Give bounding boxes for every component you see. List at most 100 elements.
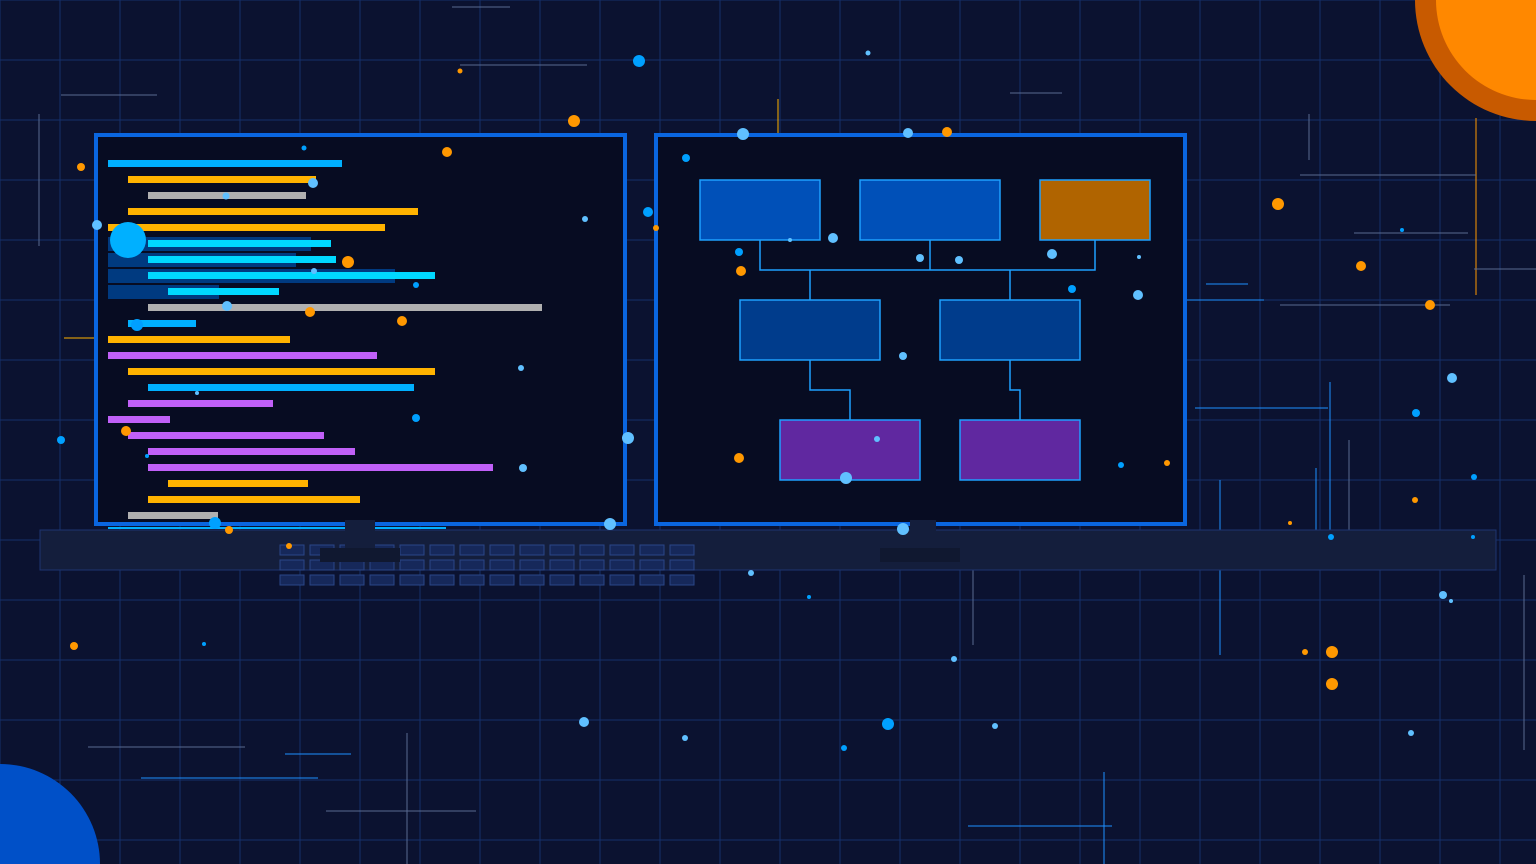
particle (865, 50, 871, 56)
keyboard-key (339, 574, 365, 586)
particle (788, 238, 792, 242)
particle (110, 222, 146, 258)
flowchart-monitor (654, 133, 1187, 562)
code-line (128, 432, 324, 439)
particle (579, 717, 589, 727)
particle (413, 282, 419, 288)
particle (457, 68, 463, 74)
particle (955, 256, 963, 264)
code-line (108, 416, 170, 423)
particle (1133, 290, 1143, 300)
code-line (108, 224, 385, 231)
keyboard-key (579, 559, 605, 571)
keyboard-key (519, 544, 545, 556)
sun (1436, 0, 1536, 100)
diagram-node (859, 179, 1001, 241)
keyboard-key (369, 574, 395, 586)
particle (311, 268, 317, 274)
particle (841, 745, 847, 751)
diagram-node (939, 299, 1081, 361)
code-line (128, 400, 273, 407)
code-line (108, 527, 446, 529)
particle (951, 656, 957, 662)
particle (1302, 649, 1308, 655)
particle (633, 55, 645, 67)
particle (57, 436, 65, 444)
particle (518, 365, 524, 371)
keyboard-key (519, 559, 545, 571)
code-line (168, 288, 279, 295)
monitor-base-left (320, 548, 400, 562)
monitor-base-right (880, 548, 960, 562)
particle (916, 254, 924, 262)
keyboard-key (609, 544, 635, 556)
code-line (148, 384, 414, 391)
particle (209, 517, 221, 529)
particle (1356, 261, 1366, 271)
particle (748, 570, 754, 576)
keyboard-key (459, 559, 485, 571)
keyboard-key (459, 544, 485, 556)
keyboard-key (489, 544, 515, 556)
keyboard-key (279, 574, 305, 586)
particle (70, 642, 78, 650)
particle (736, 266, 746, 276)
diagram-node-leaf (959, 419, 1081, 481)
keyboard-key (549, 574, 575, 586)
monitor-stand-right (910, 520, 936, 550)
keyboard-key (579, 574, 605, 586)
particle (604, 518, 616, 530)
particle (1408, 730, 1414, 736)
keyboard-key (669, 559, 695, 571)
particle (1439, 591, 1447, 599)
particle (682, 735, 688, 741)
keyboard-key (309, 574, 335, 586)
particle (222, 192, 230, 200)
code-line (148, 496, 360, 503)
code-line (148, 464, 493, 471)
keyboard-key (489, 559, 515, 571)
particle (195, 391, 199, 395)
particle (1272, 198, 1284, 210)
diagram-connectors (759, 240, 1096, 420)
particle (308, 178, 318, 188)
particle (897, 523, 909, 535)
code-line (108, 160, 342, 167)
floating-particles (57, 50, 1477, 751)
particle (121, 426, 131, 436)
keyboard-key (459, 574, 485, 586)
particle (301, 145, 307, 151)
decorative-lines (38, 6, 1536, 864)
particle (1412, 409, 1420, 417)
keyboard-key (399, 559, 425, 571)
particle (1412, 497, 1418, 503)
particle (412, 414, 420, 422)
particle (622, 432, 634, 444)
keyboard-key (669, 574, 695, 586)
keyboard-key (519, 574, 545, 586)
code-line (108, 336, 290, 343)
keyboard-key (639, 544, 665, 556)
particle (1447, 373, 1457, 383)
keyboard-key (609, 559, 635, 571)
particle (286, 543, 292, 549)
particle (77, 163, 85, 171)
code-line (168, 480, 308, 487)
particle (442, 147, 452, 157)
particle (305, 307, 315, 317)
diagram-node-leaf (779, 419, 921, 481)
corner-circle (0, 764, 100, 864)
diagram-node (699, 179, 821, 241)
keyboard-key (669, 544, 695, 556)
keyboard-key (279, 559, 305, 571)
particle (222, 301, 232, 311)
particle (735, 248, 743, 256)
particle (903, 128, 913, 138)
code-line (128, 512, 218, 519)
particle (568, 115, 580, 127)
code-line (128, 368, 435, 375)
code-line (128, 176, 316, 183)
keyboard-key (549, 559, 575, 571)
particle (737, 128, 749, 140)
particle (397, 316, 407, 326)
